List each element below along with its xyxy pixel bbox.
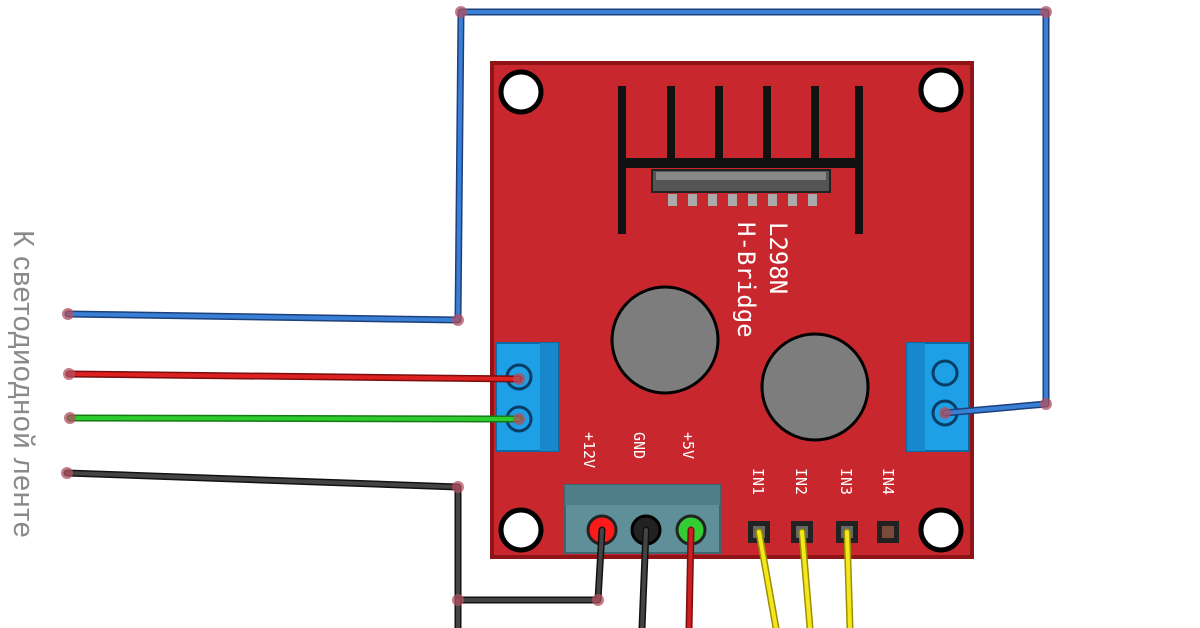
- chip-name: L298N: [764, 222, 792, 295]
- l298n-chip: [651, 169, 831, 206]
- left-screw-terminal: [495, 342, 559, 452]
- right-screw-terminal: [906, 342, 970, 452]
- chip-label: L298N H-Bridge: [718, 222, 794, 382]
- chip-subtitle: H-Bridge: [732, 222, 760, 338]
- label-12v: +12V: [580, 432, 598, 469]
- capacitor-right: [760, 332, 870, 442]
- wire-junctions: [61, 6, 1052, 606]
- label-gnd: GND: [630, 432, 648, 460]
- label-in2: IN2: [792, 468, 810, 496]
- mounting-holes: [498, 67, 964, 553]
- label-in3: IN3: [837, 468, 855, 496]
- label-5v: +5V: [679, 432, 697, 460]
- label-in4: IN4: [879, 468, 897, 496]
- heatsink: [618, 86, 863, 234]
- label-in1: IN1: [749, 468, 767, 496]
- led-strip-caption: К светодиодной ленте: [7, 230, 39, 539]
- l298n-board: [490, 61, 974, 559]
- capacitor-left: [610, 285, 720, 395]
